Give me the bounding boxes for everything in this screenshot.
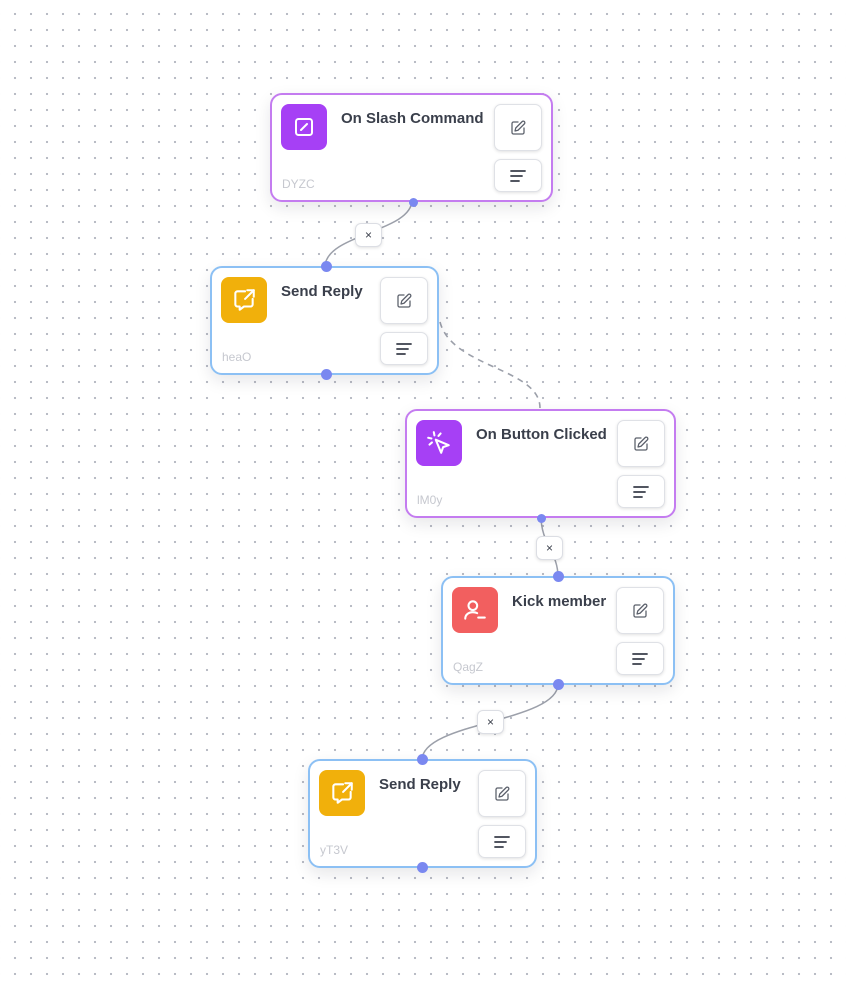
user-minus-icon (452, 587, 498, 633)
edit-icon (634, 436, 649, 451)
edit-button[interactable] (478, 770, 526, 817)
edit-button[interactable] (380, 277, 428, 324)
node-id: DYZC (282, 177, 315, 191)
pointer-click-icon (416, 420, 462, 466)
input-handle[interactable] (321, 261, 332, 272)
menu-button[interactable] (380, 332, 428, 365)
node-title: On Button Clicked (476, 426, 607, 443)
delete-edge-button[interactable]: × (477, 710, 504, 734)
input-handle[interactable] (553, 571, 564, 582)
menu-lines-icon (396, 342, 412, 355)
menu-lines-icon (510, 169, 526, 182)
menu-button[interactable] (617, 475, 665, 508)
edit-icon (495, 786, 510, 801)
menu-button[interactable] (494, 159, 542, 192)
node-send-reply[interactable]: Send Reply yT3V (308, 754, 537, 873)
edit-button[interactable] (494, 104, 542, 151)
delete-edge-button[interactable]: × (536, 536, 563, 560)
output-handle[interactable] (553, 679, 564, 690)
node-id: heaO (222, 350, 252, 364)
menu-button[interactable] (478, 825, 526, 858)
edit-icon (633, 603, 648, 618)
output-handle[interactable] (537, 514, 546, 523)
input-handle[interactable] (417, 754, 428, 765)
node-id: yT3V (320, 843, 349, 857)
reply-message-icon (221, 277, 267, 323)
node-on-slash-command[interactable]: On Slash Command DYZC (270, 93, 553, 207)
node-title: Kick member (512, 593, 607, 610)
menu-lines-icon (494, 835, 510, 848)
node-on-button-clicked[interactable]: On Button Clicked lM0y (405, 409, 676, 523)
node-id: lM0y (417, 493, 443, 507)
edit-button[interactable] (617, 420, 665, 467)
menu-button[interactable] (616, 642, 664, 675)
node-id: QagZ (453, 660, 484, 674)
output-handle[interactable] (409, 198, 418, 207)
node-title: On Slash Command (341, 110, 484, 127)
menu-lines-icon (633, 485, 649, 498)
edge-heao-lm0y (439, 321, 541, 409)
reply-message-icon (319, 770, 365, 816)
node-kick-member[interactable]: Kick member QagZ (441, 571, 675, 690)
node-send-reply[interactable]: Send Reply heaO (210, 261, 439, 380)
node-title: Send Reply (281, 283, 363, 300)
node-title: Send Reply (379, 776, 461, 793)
slash-command-icon (281, 104, 327, 150)
edit-button[interactable] (616, 587, 664, 634)
edit-icon (511, 120, 526, 135)
edit-icon (397, 293, 412, 308)
output-handle[interactable] (321, 369, 332, 380)
output-handle[interactable] (417, 862, 428, 873)
menu-lines-icon (632, 652, 648, 665)
delete-edge-button[interactable]: × (355, 223, 382, 247)
